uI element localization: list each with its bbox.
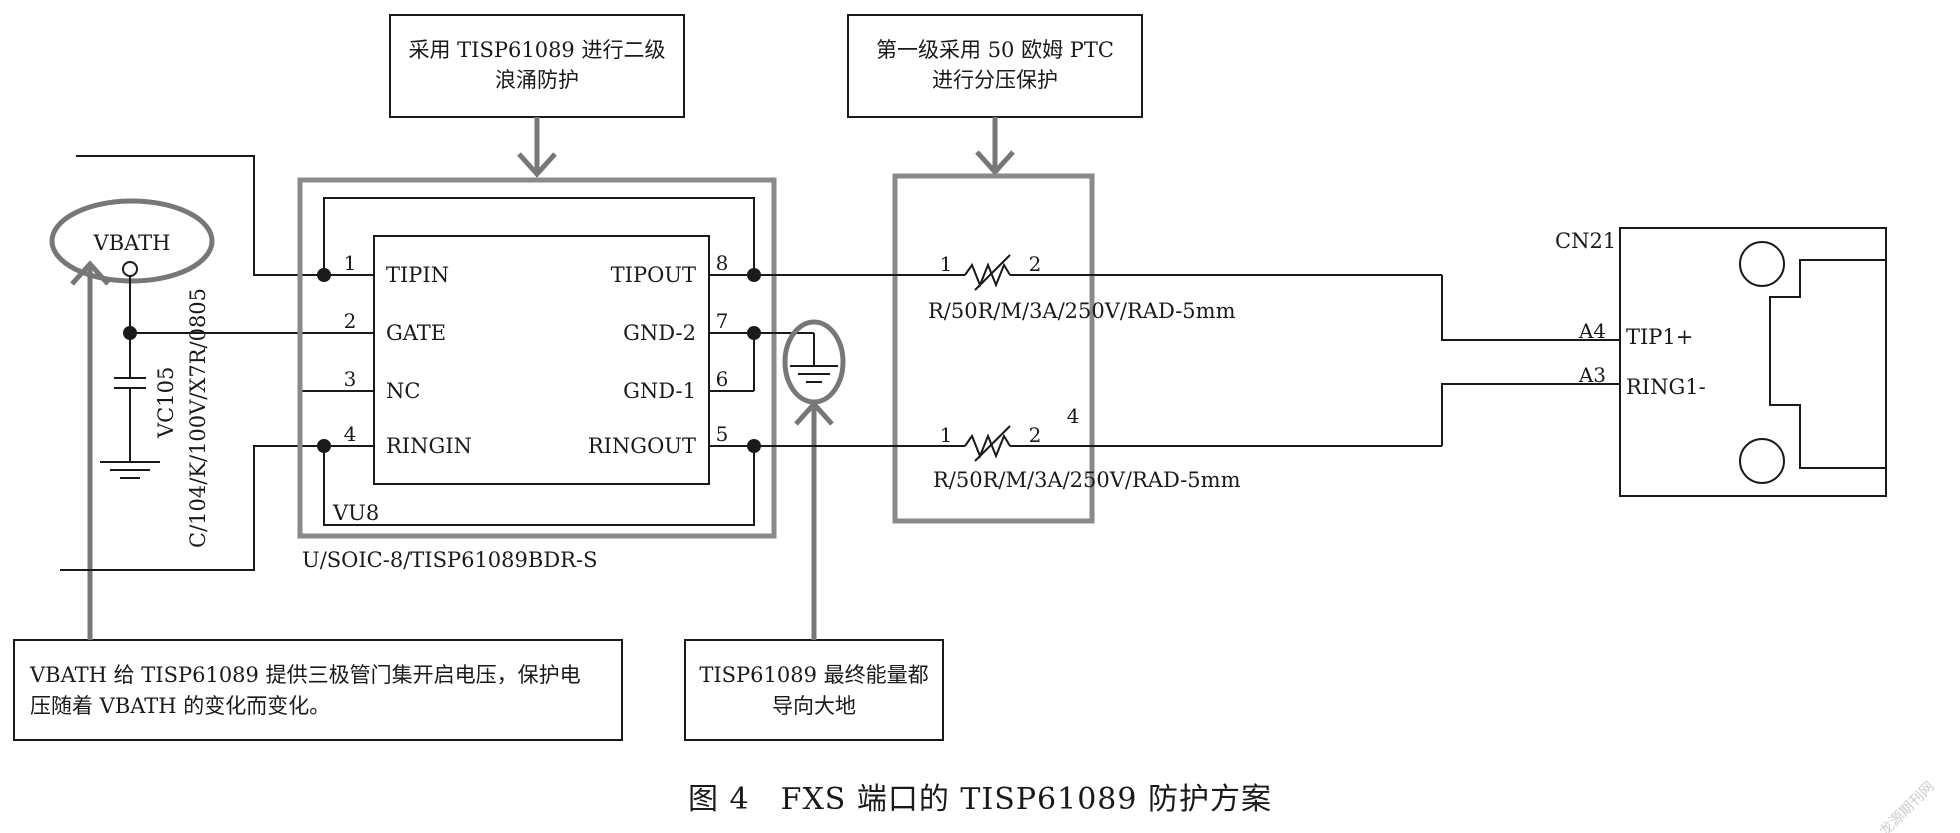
tisp-callout-arrow (517, 117, 557, 178)
ic-body (373, 235, 710, 485)
tisp-callout: 采用 TISP61089 进行二级 浪涌防护 (389, 14, 685, 118)
connector-designator: CN21 (1555, 229, 1616, 253)
ptc-callout-arrow (975, 117, 1015, 176)
ptc-highlight-frame (892, 173, 1095, 524)
ic-pin-6-name: GND-1 (623, 379, 696, 403)
tisp61089-ic: 1 2 3 4 TIPIN GATE NC RINGIN 8 7 6 5 TIP… (297, 177, 777, 572)
r1-pin-2: 2 (1029, 252, 1042, 276)
ic-pin-5-number: 5 (716, 422, 729, 446)
vbath-callout-line-1: VBATH 给 TISP61089 提供三极管门集开启电压，保护电 (29, 663, 581, 687)
ic-pin-4-name: RINGIN (386, 434, 472, 458)
ic-pin-7-number: 7 (716, 309, 729, 333)
vbath-highlight: VBATH (49, 198, 215, 284)
tisp-callout-line-2: 浪涌防护 (495, 68, 579, 92)
ic-highlight-frame (297, 177, 777, 539)
ic-pin-2-number: 2 (344, 309, 357, 333)
ic-pin-2-name: GATE (386, 321, 446, 345)
input-wires (60, 155, 374, 571)
connector-pin-ring: RING1- (1626, 375, 1706, 399)
output-wires (1441, 275, 1620, 446)
r2-pin-2: 2 (1029, 423, 1042, 447)
ic-pin-4-number: 4 (344, 422, 357, 446)
vbath-terminal (122, 261, 138, 277)
ic-designator: VU8 (332, 501, 379, 525)
vbath-callout-line-2: 压随着 VBATH 的变化而变化。 (30, 694, 330, 718)
mounting-hole-bottom (1739, 438, 1785, 484)
ptc-callout-line-1: 第一级采用 50 欧姆 PTC (876, 38, 1114, 62)
ic-pin-7-name: GND-2 (623, 321, 696, 345)
ground-callout-line-1: TISP61089 最终能量都 (699, 663, 928, 687)
r1-part: R/50R/M/3A/250V/RAD-5mm (928, 299, 1236, 323)
vbath-callout: VBATH 给 TISP61089 提供三极管门集开启电压，保护电 压随着 VB… (13, 639, 623, 741)
r2-pin-1: 1 (940, 423, 953, 447)
ic-pin-8-name: TIPOUT (611, 263, 696, 287)
mounting-hole-top (1739, 241, 1785, 287)
ground-callout-arrow (794, 400, 834, 640)
vbath-label: VBATH (93, 231, 171, 255)
connector-pin-tip: TIP1+ (1626, 325, 1693, 349)
ptc-box-label: 4 (1067, 404, 1080, 428)
r1-pin-1: 1 (940, 252, 953, 276)
ground-callout-line-2: 导向大地 (772, 694, 856, 718)
watermark: 龙源期刊网 (1877, 779, 1938, 833)
tisp-callout-line-1: 采用 TISP61089 进行二级 (409, 38, 666, 62)
ptc-callout: 第一级采用 50 欧姆 PTC 进行分压保护 (847, 14, 1143, 118)
connector-pin-a3: A3 (1578, 363, 1606, 387)
ptc-resistor-block: 1 2 R/50R/M/3A/250V/RAD-5mm 1 2 R/50R/M/… (764, 173, 1442, 524)
ground-symbol (764, 319, 846, 405)
ground-callout: TISP61089 最终能量都 导向大地 (684, 639, 944, 741)
figure-caption: 图 4 FXS 端口的 TISP61089 防护方案 (688, 782, 1272, 817)
ic-pin-3-number: 3 (344, 367, 357, 391)
ic-part-number: U/SOIC-8/TISP61089BDR-S (302, 548, 597, 572)
capacitor-part: C/104/K/100V/X7R/0805 (186, 288, 210, 548)
ic-pin-5-name: RINGOUT (588, 434, 696, 458)
ic-pin-1-number: 1 (344, 251, 357, 275)
connector-cn21: CN21 A4 A3 TIP1+ RING1- (1555, 227, 1887, 497)
ptc-callout-line-2: 进行分压保护 (932, 68, 1058, 92)
ic-pin-3-name: NC (386, 379, 420, 403)
connector-pin-a4: A4 (1578, 319, 1606, 343)
r2-part: R/50R/M/3A/250V/RAD-5mm (933, 468, 1241, 492)
capacitor-vc105: VC105 C/104/K/100V/X7R/0805 (100, 276, 210, 548)
ic-pin-1-name: TIPIN (386, 263, 449, 287)
ic-pin-6-number: 6 (716, 367, 729, 391)
capacitor-designator: VC105 (154, 367, 178, 439)
vbath-callout-arrow (70, 260, 110, 640)
ic-pin-8-number: 8 (716, 251, 729, 275)
